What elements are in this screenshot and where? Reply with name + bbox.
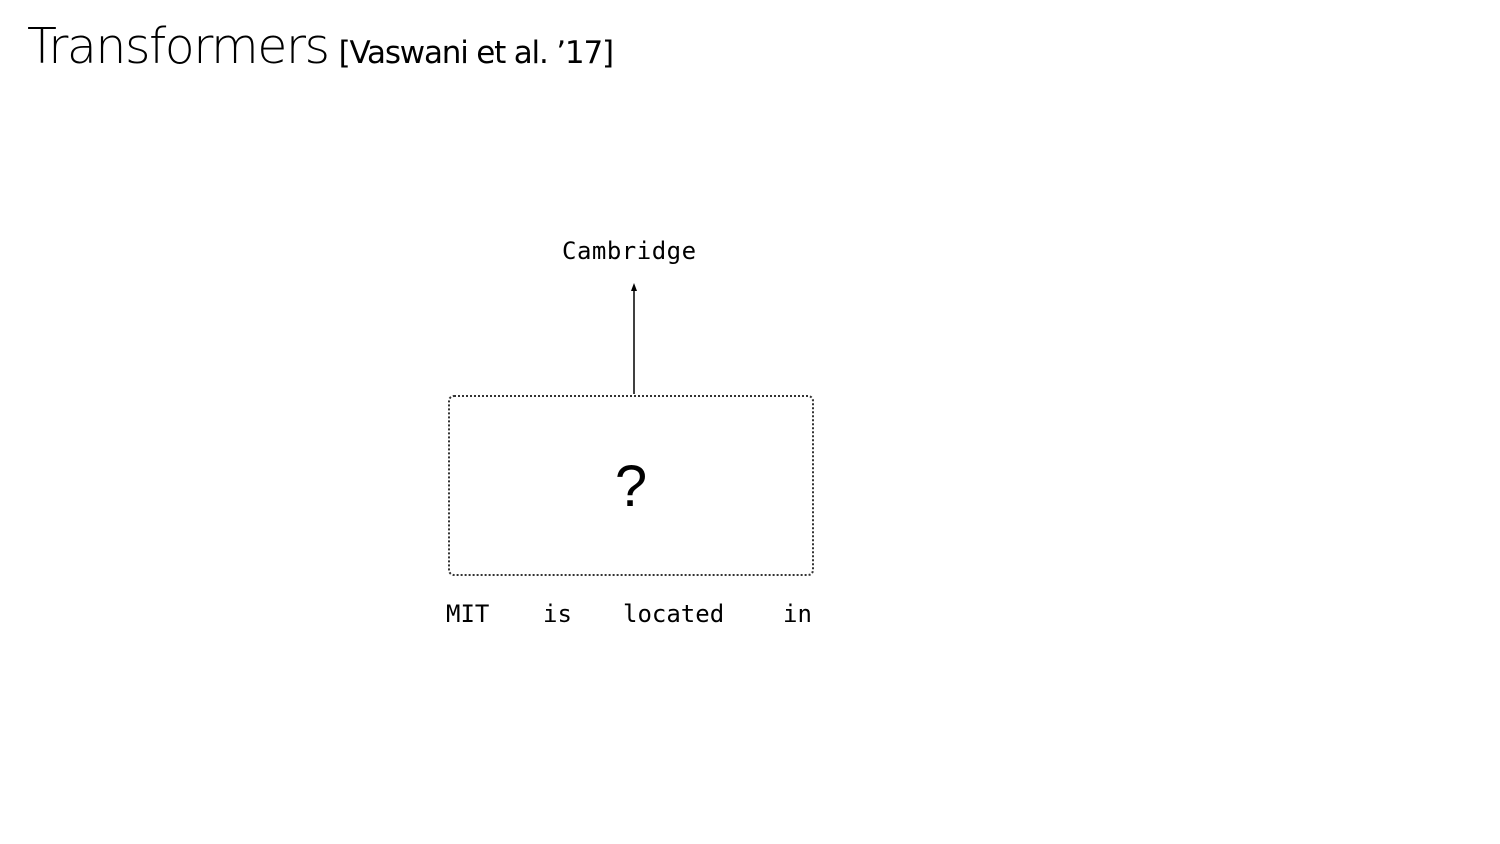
input-token: is: [543, 600, 572, 628]
title-text: Transformers: [27, 18, 330, 75]
model-box: [448, 395, 814, 576]
input-token: MIT: [446, 600, 490, 628]
output-token: Cambridge: [562, 237, 697, 265]
model-label: ?: [614, 454, 648, 519]
input-token: located: [623, 600, 725, 628]
citation-text: [Vaswani et al. ’17]: [338, 35, 615, 71]
slide-title: Transformers[Vaswani et al. ’17]: [27, 22, 615, 71]
input-token: in: [783, 600, 812, 628]
output-arrow: [631, 283, 637, 394]
